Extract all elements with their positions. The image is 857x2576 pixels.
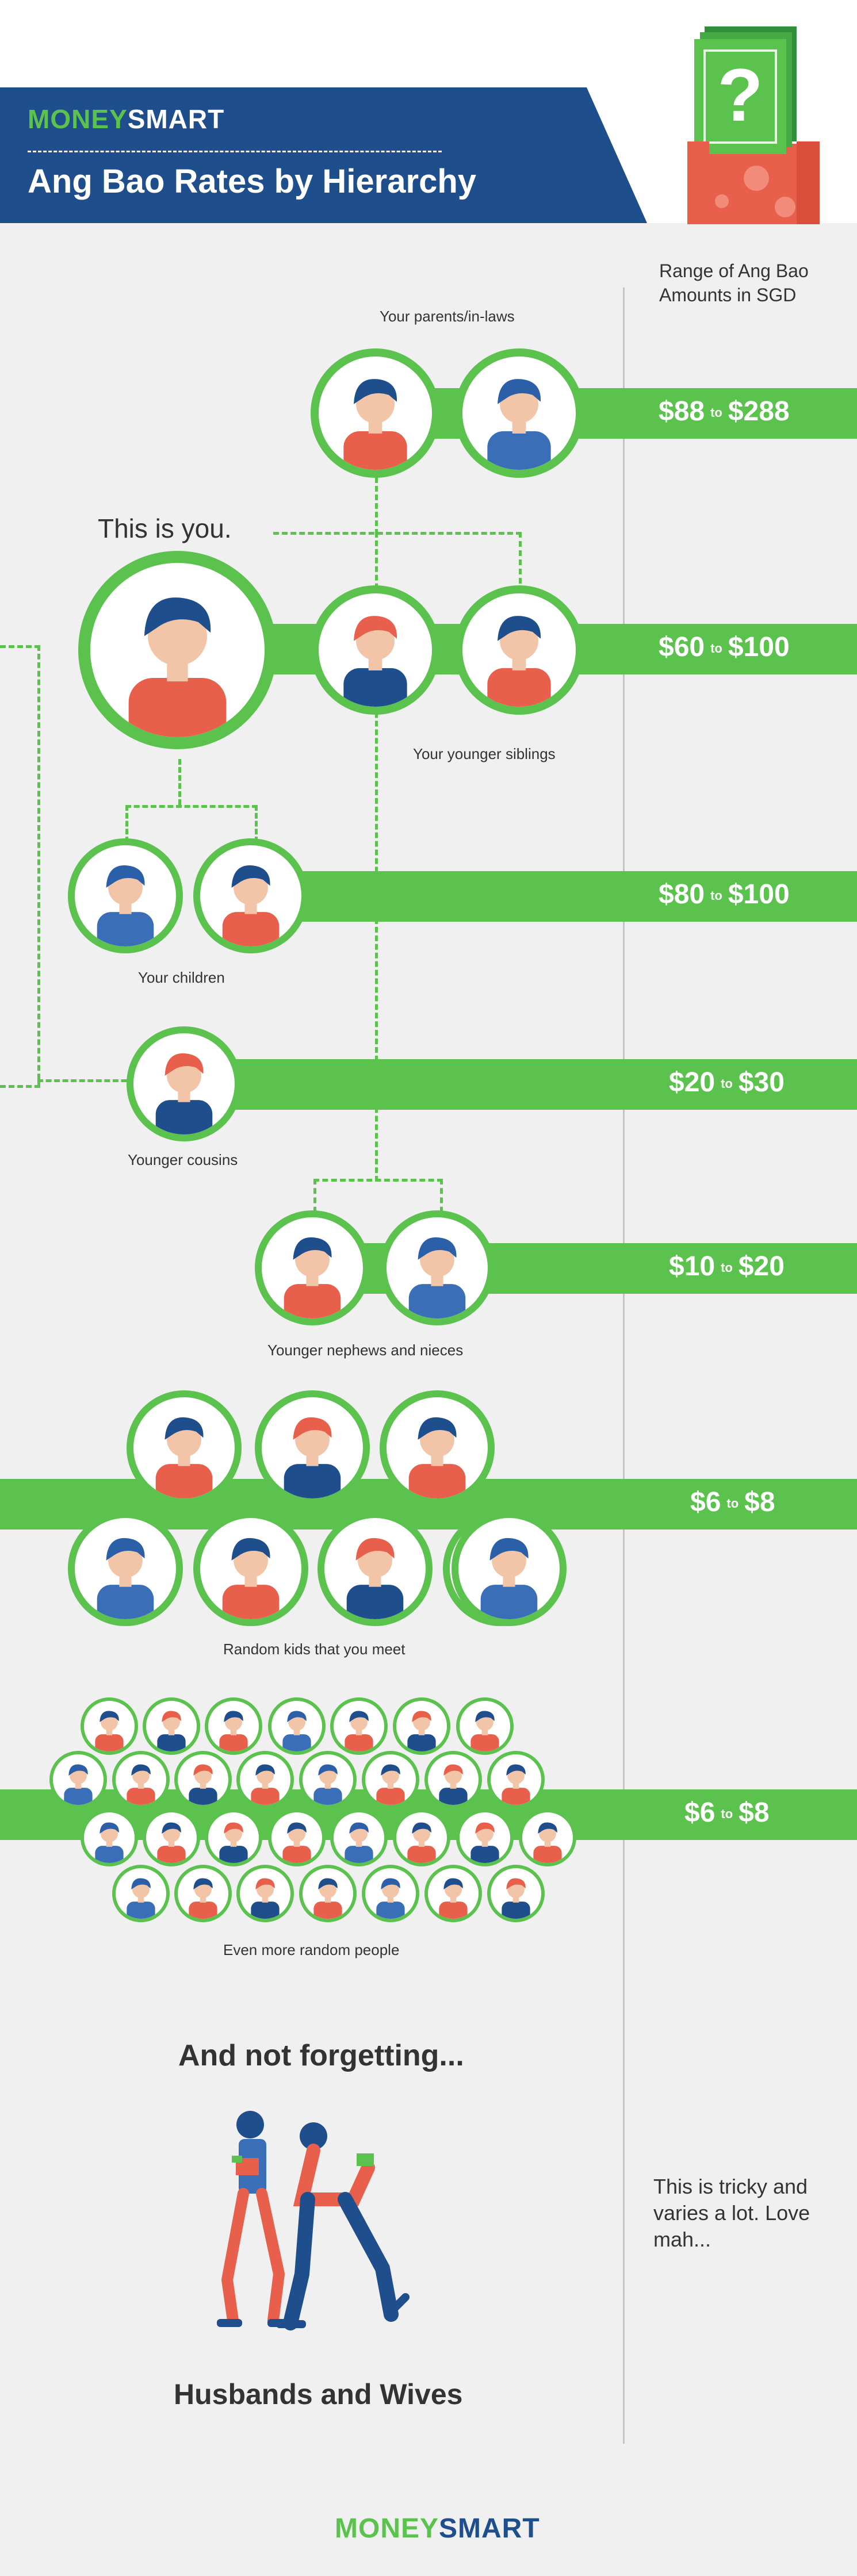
column-divider	[623, 288, 625, 2444]
brand-money: MONEY	[28, 104, 128, 134]
avatar-random-person	[393, 1809, 450, 1866]
label-parents: Your parents/in-laws	[380, 308, 515, 325]
avatar-random-person	[519, 1809, 576, 1866]
avatar-random-person	[456, 1809, 514, 1866]
avatar-random-person	[81, 1697, 138, 1755]
avatar-random-person	[456, 1697, 514, 1755]
label-husbands-wives: Husbands and Wives	[174, 2378, 463, 2410]
avatar-child	[68, 838, 183, 953]
avatar-random-kid	[127, 1390, 242, 1505]
connector-parents-you	[375, 477, 378, 535]
connector-children-stem	[178, 759, 181, 805]
brand-logo: MONEYSMART	[28, 103, 224, 135]
money-box-icon: ?	[687, 26, 820, 224]
connector-cousins-end	[37, 1079, 135, 1082]
label-this-is-you: This is you.	[98, 513, 232, 543]
footer-brand-money: MONEY	[335, 2513, 439, 2544]
avatar-random-person	[112, 1751, 170, 1808]
label-children: Your children	[138, 969, 225, 986]
avatar-sibling	[310, 585, 440, 715]
avatar-random-person	[487, 1751, 545, 1808]
avatar-random-person	[236, 1865, 294, 1922]
avatar-child	[193, 838, 308, 953]
avatar-random-person	[330, 1809, 388, 1866]
avatar-random-person	[330, 1697, 388, 1755]
avatar-random-person	[362, 1865, 419, 1922]
avatar-random-person	[205, 1809, 262, 1866]
page-title: Ang Bao Rates by Hierarchy	[28, 163, 477, 200]
connector-trunk	[375, 532, 378, 1182]
avatar-random-person	[143, 1697, 200, 1755]
avatar-parent	[310, 348, 440, 478]
avatar-random-person	[487, 1865, 545, 1922]
label-siblings: Your younger siblings	[413, 745, 556, 762]
label-not-forgetting: And not forgetting...	[178, 2039, 464, 2072]
avatar-random-person	[268, 1697, 326, 1755]
range-header: Range of Ang Bao Amounts in SGD	[659, 260, 809, 305]
avatar-random-person	[174, 1751, 232, 1808]
avatar-random-person	[49, 1751, 107, 1808]
connector-sibling-drop	[519, 532, 522, 584]
avatar-random-person	[174, 1865, 232, 1922]
title-banner	[0, 87, 647, 223]
label-random-kids: Random kids that you meet	[223, 1640, 405, 1658]
connector-you-siblings	[273, 532, 522, 535]
avatar-random-person	[205, 1697, 262, 1755]
couple-illustration	[217, 2111, 410, 2330]
avatar-random-person	[268, 1809, 326, 1866]
avatar-random-person	[424, 1865, 482, 1922]
avatar-random-person	[299, 1865, 357, 1922]
avatar-random-person	[112, 1865, 170, 1922]
avatar-random-person	[362, 1751, 419, 1808]
footer-logo: MONEYSMART	[335, 2513, 540, 2544]
avatar-random-kid	[452, 1511, 567, 1626]
footer-brand-smart: SMART	[439, 2513, 540, 2544]
avatar-random-kid	[193, 1511, 308, 1626]
avatar-random-person	[236, 1751, 294, 1808]
avatar-random-person	[143, 1809, 200, 1866]
avatar-cousin	[127, 1026, 242, 1141]
tricky-note: This is tricky and varies a lot. Love ma…	[653, 2175, 810, 2251]
band-cousins	[173, 1059, 857, 1110]
label-nephews: Younger nephews and nieces	[267, 1341, 464, 1359]
avatar-sibling	[454, 585, 584, 715]
connector-cousins	[0, 645, 40, 1088]
avatar-random-kid	[380, 1390, 495, 1505]
avatar-nephew	[380, 1210, 495, 1325]
band-children	[224, 871, 857, 922]
avatar-random-kid	[317, 1511, 433, 1626]
connector-children	[125, 805, 258, 842]
connector-nephews	[313, 1179, 443, 1222]
avatar-random-person	[393, 1697, 450, 1755]
label-random-people: Even more random people	[223, 1941, 400, 1958]
avatar-random-person	[299, 1751, 357, 1808]
avatar-random-person	[81, 1809, 138, 1866]
avatar-you	[78, 550, 277, 749]
avatar-parent	[454, 348, 584, 478]
question-mark-icon: ?	[717, 53, 763, 137]
avatar-nephew	[255, 1210, 370, 1325]
label-cousins: Younger cousins	[128, 1151, 238, 1168]
banner-divider	[28, 151, 442, 152]
brand-smart: SMART	[127, 104, 225, 134]
avatar-random-kid	[68, 1511, 183, 1626]
avatar-random-kid	[255, 1390, 370, 1505]
avatar-random-person	[424, 1751, 482, 1808]
